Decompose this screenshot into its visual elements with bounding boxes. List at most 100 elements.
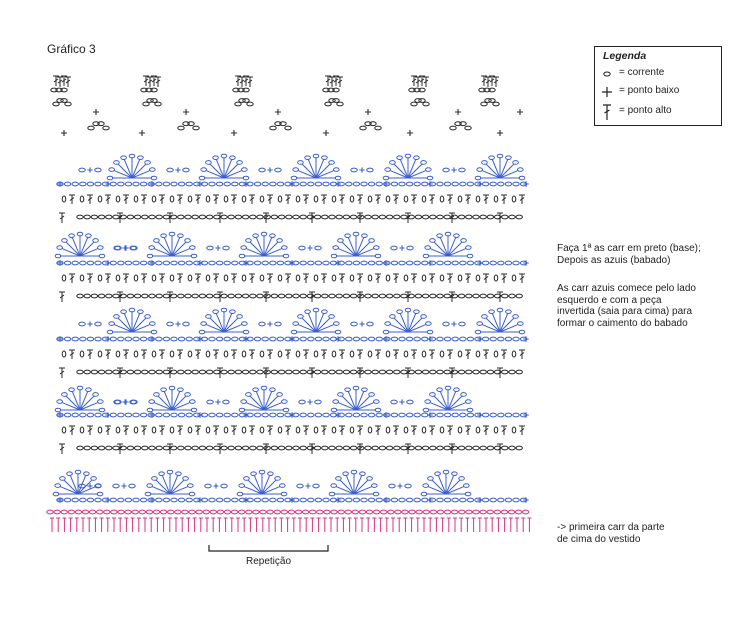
chain-stitch — [241, 350, 247, 358]
chain-stitch — [177, 125, 185, 131]
chain-stitch — [206, 245, 214, 251]
double-crochet — [357, 212, 363, 223]
double-crochet — [393, 194, 399, 204]
double-crochet — [429, 425, 435, 435]
fan-stem — [209, 163, 225, 179]
chain-stitch — [277, 445, 286, 451]
chain-stitch — [162, 336, 171, 342]
fan-chain — [374, 407, 382, 413]
fan-chain — [282, 253, 290, 259]
chain-stitch — [459, 181, 467, 187]
single-crochet — [427, 260, 433, 266]
chain-stitch — [191, 445, 199, 451]
double-crochet — [465, 425, 471, 435]
chain-stitch — [398, 497, 406, 503]
chain-stitch — [276, 497, 285, 503]
chain-stitch — [133, 369, 142, 375]
fan-chain — [236, 491, 244, 497]
chain-stitch — [328, 369, 336, 375]
fan-stem — [353, 485, 373, 495]
fan-stem — [353, 479, 369, 495]
chain-stitch — [261, 412, 269, 418]
double-crochet — [123, 194, 129, 204]
fan-stem — [79, 237, 89, 257]
fan-chain — [424, 245, 431, 250]
fan-stem — [205, 169, 225, 179]
chain-stitch — [97, 445, 106, 451]
chain-stitch — [277, 214, 286, 220]
chain-stitch — [349, 369, 358, 375]
chain-stitch — [385, 426, 391, 434]
chain-stitch — [322, 260, 330, 266]
fan-chain — [281, 245, 288, 250]
chain-stitch — [241, 445, 250, 451]
chain-stitch — [442, 321, 450, 327]
double-crochet — [285, 273, 291, 283]
fan-chain — [422, 253, 430, 259]
chain-stitch — [232, 87, 240, 93]
chain-stitch — [129, 399, 137, 405]
chain-stitch — [385, 445, 394, 451]
chain-stitch — [450, 293, 459, 299]
chain-stitch — [332, 87, 340, 93]
chain-stitch — [415, 509, 423, 515]
chain-stitch — [126, 445, 135, 451]
fan-chain — [137, 309, 144, 314]
chain-stitch — [270, 293, 279, 299]
fan-stem — [151, 485, 171, 495]
chain-stitch — [151, 350, 157, 358]
chain-stitch — [215, 497, 224, 503]
single-crochet — [477, 181, 483, 187]
chain-stitch — [231, 260, 239, 266]
double-crochet — [411, 273, 417, 283]
chain-stitch — [87, 125, 95, 131]
chain-stitch — [92, 121, 100, 127]
fan-chain — [200, 167, 207, 172]
double-crochet — [231, 273, 237, 283]
chain-stitch — [208, 336, 216, 342]
chain-stitch — [385, 214, 394, 220]
single-crochet — [523, 497, 529, 503]
fan-chain — [512, 160, 519, 165]
chain-stitch — [349, 350, 355, 358]
chain-stitch — [174, 509, 182, 515]
chain-stitch — [367, 181, 376, 187]
chain-stitch — [322, 497, 330, 503]
chain-stitch — [350, 167, 358, 173]
fan-chain — [442, 469, 450, 475]
single-crochet — [87, 483, 93, 489]
fan-chain — [518, 175, 526, 181]
double-crochet — [167, 443, 173, 454]
fan-stem — [429, 247, 449, 257]
chain-stitch — [307, 181, 315, 187]
chain-stitch — [481, 497, 490, 503]
fan-chain — [97, 399, 104, 404]
single-crochet — [87, 167, 93, 173]
chain-stitch — [71, 260, 79, 266]
chain-stitch — [367, 260, 376, 266]
chain-stitch — [83, 214, 91, 220]
note-line: formar o caimento do babado — [557, 317, 688, 329]
chain-stitch — [277, 350, 283, 358]
double-crochet — [357, 291, 363, 302]
chain-stitch — [299, 336, 307, 342]
double-crochet — [411, 425, 417, 435]
chain-stitch — [388, 483, 396, 489]
fan-chain — [175, 471, 182, 476]
chain-stitch — [202, 509, 210, 515]
chain-stitch — [337, 509, 345, 515]
chain-stitch — [185, 336, 193, 342]
single-crochet — [139, 130, 145, 136]
chain-stitch — [335, 293, 343, 299]
double-crochet — [321, 349, 327, 359]
chain-stitch — [94, 181, 102, 187]
chain-stitch — [504, 260, 513, 266]
double-crochet — [285, 425, 291, 435]
chain-stitch — [465, 369, 473, 375]
chain-stitch — [140, 87, 148, 93]
chain-stitch — [182, 121, 190, 127]
chain-stitch — [83, 445, 91, 451]
chain-stitch — [458, 167, 466, 173]
chain-stitch — [367, 274, 373, 282]
chain-stitch — [504, 336, 513, 342]
